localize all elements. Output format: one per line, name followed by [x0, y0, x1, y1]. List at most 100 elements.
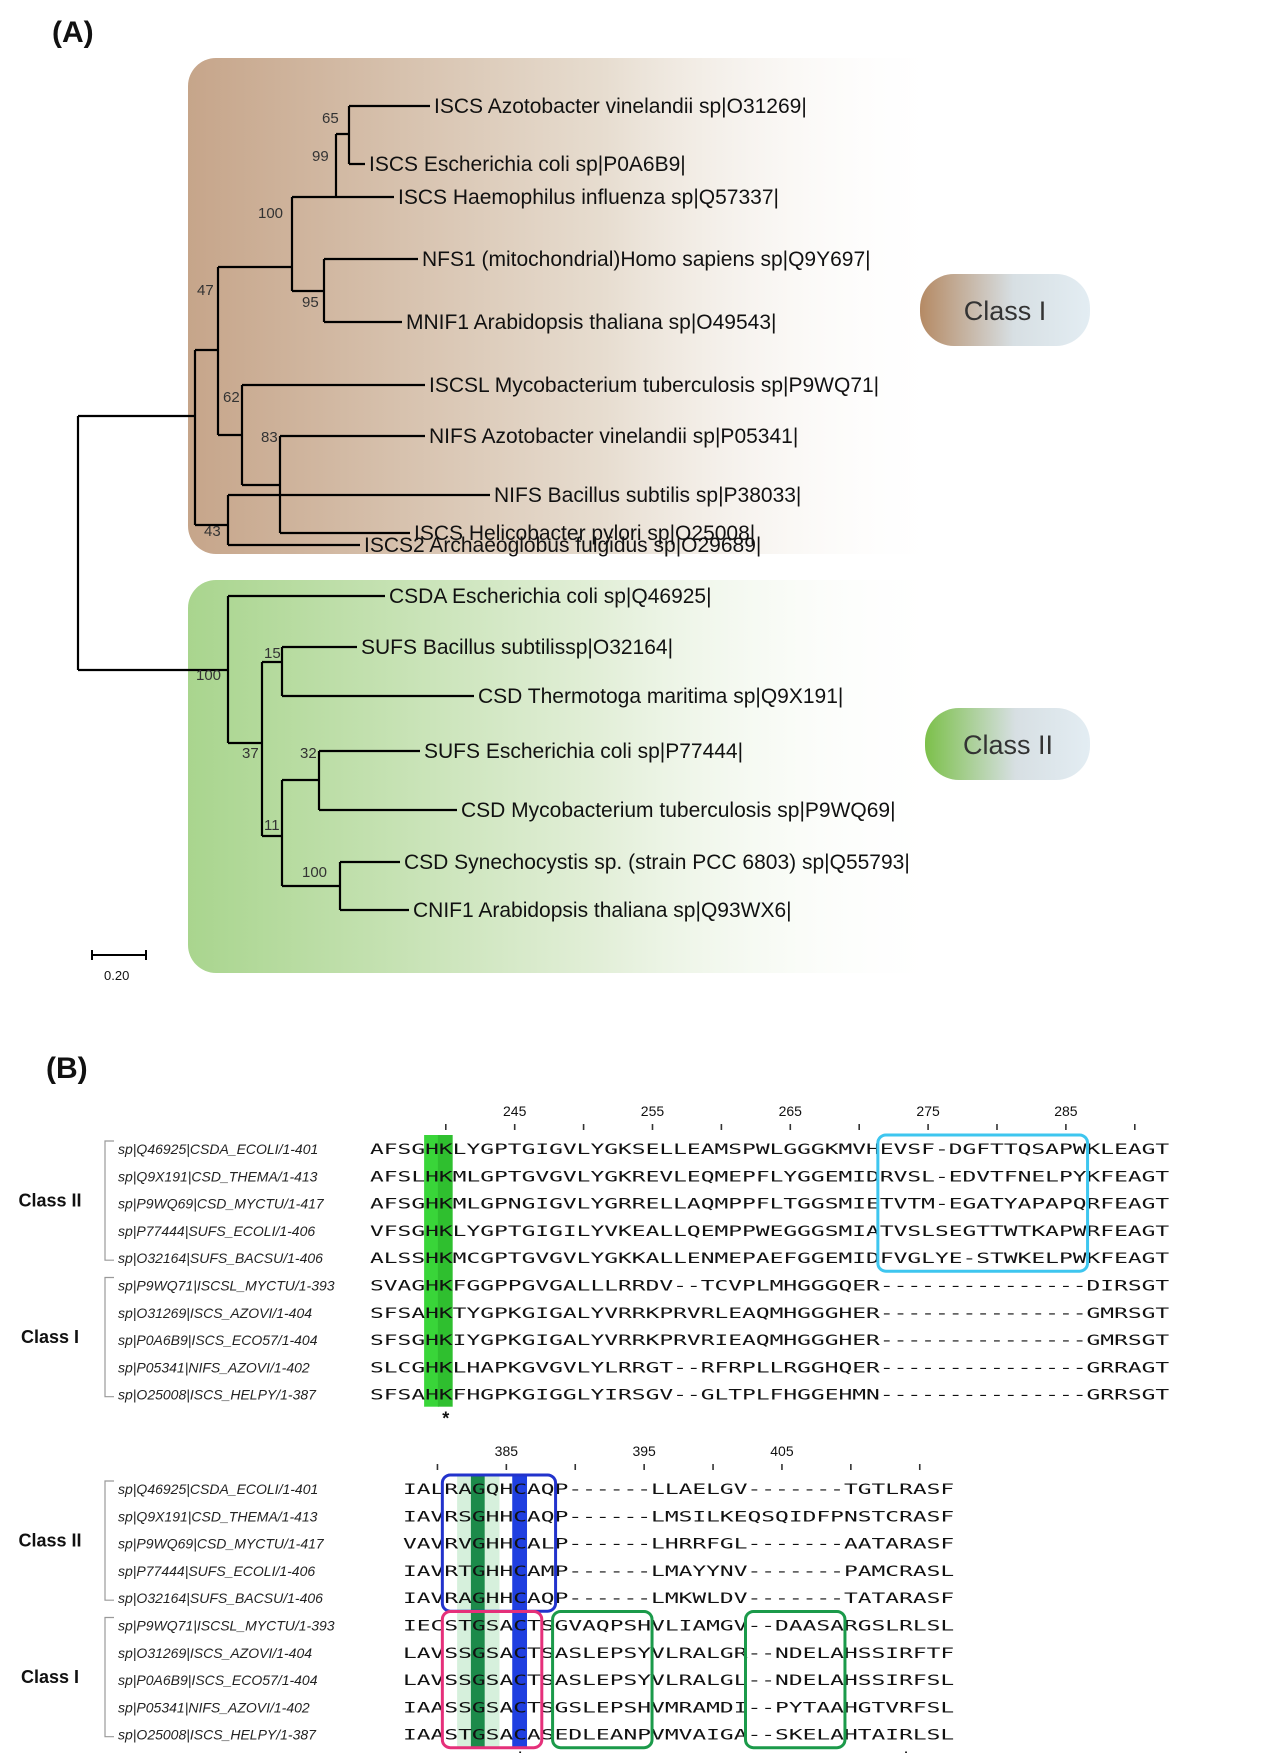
- leaf-label: ISCS Azotobacter vinelandii sp|O31269|: [434, 95, 807, 118]
- group-label: Class I: [21, 1667, 79, 1687]
- leaf-label: ISCS Escherichia coli sp|P0A6B9|: [369, 153, 686, 176]
- group-label: Class II: [18, 1191, 81, 1211]
- alignment-row: IAVRSGHHCAQP------LMSILKEQSQIDFPNSTCRASF: [403, 1509, 954, 1525]
- alignment-row: IAASSGSACTSGSLEPSHVMRAMDI--PYTAAHGTVRFSL: [403, 1700, 954, 1716]
- sequence-name: sp|P9WQ71|ISCSL_MYCTU/1-393: [118, 1618, 335, 1634]
- leaf-label: SUFS Bacillus subtilissp|O32164|: [361, 636, 673, 659]
- leaf-label: CNIF1 Arabidopsis thaliana sp|Q93WX6|: [413, 899, 792, 922]
- conserved-column-highlight: [424, 1135, 439, 1407]
- bootstrap-label: 37: [242, 745, 259, 762]
- bootstrap-label: 32: [300, 745, 317, 762]
- sequence-name: sp|O25008|ISCS_HELPY/1-387: [118, 1387, 317, 1403]
- alignment-row: AFSGHKMLGPNGIGVLYGRRELLAQMPPFLTGGSMIETVT…: [370, 1197, 1170, 1213]
- phylogenetic-tree: [76, 104, 490, 912]
- leaf-label: SUFS Escherichia coli sp|P77444|: [424, 740, 743, 763]
- sequence-name: sp|O32164|SUFS_BACSU/1-406: [118, 1590, 323, 1606]
- class-i-background: [188, 58, 948, 554]
- sequence-name: sp|Q9X191|CSD_THEMA/1-413: [118, 1168, 318, 1184]
- position-tick-label: 395: [632, 1443, 656, 1459]
- bootstrap-label: 43: [204, 523, 221, 540]
- svg-text:0.20: 0.20: [104, 968, 129, 983]
- bootstrap-label: 47: [197, 282, 214, 299]
- bootstrap-values: 65 99 100 95 47 62 83 43 100 15 37 32 11…: [196, 110, 339, 881]
- position-tick-label: 405: [770, 1443, 794, 1459]
- position-tick-label: 245: [503, 1103, 527, 1119]
- sequence-name: sp|P9WQ71|ISCSL_MYCTU/1-393: [118, 1278, 335, 1294]
- leaf-label: NIFS Azotobacter vinelandii sp|P05341|: [429, 425, 798, 448]
- group-bracket: [104, 1480, 114, 1601]
- alignment-row: SLCGHKLHAPKGVGVLYLRRGT--RFRPLLRGGHQER---…: [370, 1360, 1170, 1376]
- conserved-asterisk: *: [902, 1749, 909, 1753]
- alignment-row: IAASTGSACASEDLEANPVMVAIGA--SKELAHTAIRLSL: [403, 1728, 954, 1744]
- bootstrap-label: 95: [302, 294, 319, 311]
- position-tick-label: 255: [641, 1103, 665, 1119]
- leaf-label: ISCS2 Archaeoglobus fulgidus sp|O29689|: [364, 534, 761, 557]
- alignment-row: SFSAHKTYGPKGIGALYVRRKPRVRLEAQMHGGGHER---…: [370, 1306, 1170, 1322]
- leaf-label: CSD Synechocystis sp. (strain PCC 6803) …: [404, 851, 910, 874]
- leaf-label: CSD Thermotoga maritima sp|Q9X191|: [478, 685, 843, 708]
- alignment-row: AFSGHKLYGPTGIGVLYGKSELLEAMSPWLGGGKMVHEVS…: [370, 1142, 1170, 1158]
- class-ii-background: [188, 580, 948, 973]
- sequence-name: sp|Q46925|CSDA_ECOLI/1-401: [118, 1481, 318, 1497]
- alignment-row: VAVRVGHHCALP------LHRRFGL-------AATARASF: [403, 1537, 954, 1553]
- conserved-column-highlight: [437, 1135, 453, 1407]
- class-i-badge: Class I: [920, 274, 1090, 346]
- sequence-name: sp|P9WQ69|CSD_MYCTU/1-417: [118, 1536, 325, 1552]
- sequence-name: sp|O25008|ISCS_HELPY/1-387: [118, 1727, 317, 1743]
- sequence-name: sp|P9WQ69|CSD_MYCTU/1-417: [118, 1196, 325, 1212]
- alignment-row: ALSSHKMCGPTGVGVLYGKKALLENMEPAEFGGEMIDFVG…: [370, 1251, 1170, 1267]
- svg-text:Class II: Class II: [963, 730, 1053, 760]
- alignment-row: VFSGHKLYGPTGIGILYVKEALLQEMPPWEGGGSMIATVS…: [370, 1224, 1170, 1240]
- sequence-name: sp|Q46925|CSDA_ECOLI/1-401: [118, 1141, 318, 1157]
- sequence-name: sp|P05341|NIFS_AZOVI/1-402: [118, 1359, 310, 1375]
- bootstrap-label: 15: [264, 645, 281, 662]
- panel-a-label: (A): [52, 16, 94, 49]
- sequence-name: sp|Q9X191|CSD_THEMA/1-413: [118, 1508, 318, 1524]
- motif-box: [876, 1133, 1090, 1273]
- alignment-row: SFSGHKIYGPKGIGALYVRRKPRVRIEAQMHGGGHER---…: [370, 1333, 1170, 1349]
- scale-bar: 0.20: [91, 950, 147, 983]
- bootstrap-label: 11: [264, 817, 280, 834]
- bootstrap-label: 100: [302, 864, 327, 881]
- leaf-label: CSDA Escherichia coli sp|Q46925|: [389, 585, 712, 608]
- alignment-row: LAVSSGSACTSASLEPSYVLRALGR--NDELAHSSIRFTF: [403, 1646, 954, 1662]
- group-bracket: [104, 1276, 114, 1398]
- sequence-name: sp|P77444|SUFS_ECOLI/1-406: [118, 1563, 315, 1579]
- alignment-row: IAVRTGHHCAMP------LMAYYNV-------PAMCRASL: [403, 1564, 954, 1580]
- sequence-name: sp|O31269|ISCS_AZOVI/1-404: [118, 1645, 312, 1661]
- class-ii-badge: Class II: [925, 708, 1090, 780]
- alignment-row: AFSLHKMLGPTGVGVLYGKREVLEQMEPFLYGGEMIDRVS…: [370, 1169, 1170, 1185]
- svg-text:Class I: Class I: [964, 296, 1047, 326]
- leaf-label: NFS1 (mitochondrial)Homo sapiens sp|Q9Y6…: [422, 248, 871, 271]
- leaf-label: CSD Mycobacterium tuberculosis sp|P9WQ69…: [461, 799, 896, 822]
- position-tick-label: 265: [779, 1103, 803, 1119]
- bootstrap-label: 62: [223, 389, 240, 406]
- sequence-name: sp|P05341|NIFS_AZOVI/1-402: [118, 1699, 310, 1715]
- leaf-label: ISCS Helicobacter pylori sp|O25008|: [414, 522, 755, 545]
- group-bracket: [104, 1616, 114, 1738]
- sequence-name: sp|P77444|SUFS_ECOLI/1-406: [118, 1223, 315, 1239]
- group-label: Class I: [21, 1327, 79, 1347]
- sequence-name: sp|P0A6B9|ISCS_ECO57/1-404: [118, 1672, 318, 1688]
- group-bracket: [104, 1140, 114, 1261]
- tree-leaf-labels: ISCS Azotobacter vinelandii sp|O31269| I…: [361, 95, 910, 922]
- leaf-label: MNIF1 Arabidopsis thaliana sp|O49543|: [406, 311, 776, 334]
- motif-box: [551, 1610, 654, 1750]
- bootstrap-label: 100: [258, 205, 283, 222]
- bootstrap-label: 83: [261, 429, 278, 446]
- panel-b-label: (B): [46, 1052, 88, 1085]
- alignment-row: LAVSSGSACTSASLEPSYVLRALGL--NDELAHSSIRFSL: [403, 1673, 954, 1689]
- alignment-row: IAVRAGHHCAQP------LMKWLDV-------TATARASF: [403, 1591, 954, 1607]
- bootstrap-label: 100: [196, 667, 221, 684]
- alignment-row: SVAGHKFGGPPGVGALLLRRDV--TCVPLMHGGGQER---…: [370, 1279, 1170, 1295]
- conserved-asterisk: *: [517, 1749, 524, 1753]
- position-tick-label: 385: [495, 1443, 519, 1459]
- leaf-label: ISCS Haemophilus influenza sp|Q57337|: [398, 186, 779, 209]
- sequence-name: sp|P0A6B9|ISCS_ECO57/1-404: [118, 1332, 318, 1348]
- leaf-label: NIFS Bacillus subtilis sp|P38033|: [494, 484, 801, 507]
- leaf-label: ISCSL Mycobacterium tuberculosis sp|P9WQ…: [429, 374, 879, 397]
- sequence-name: sp|O32164|SUFS_BACSU/1-406: [118, 1250, 323, 1266]
- alignment-row: IECSTGSACTSGVAQPSHVLIAMGV--DAASARGSLRLSL: [403, 1619, 954, 1635]
